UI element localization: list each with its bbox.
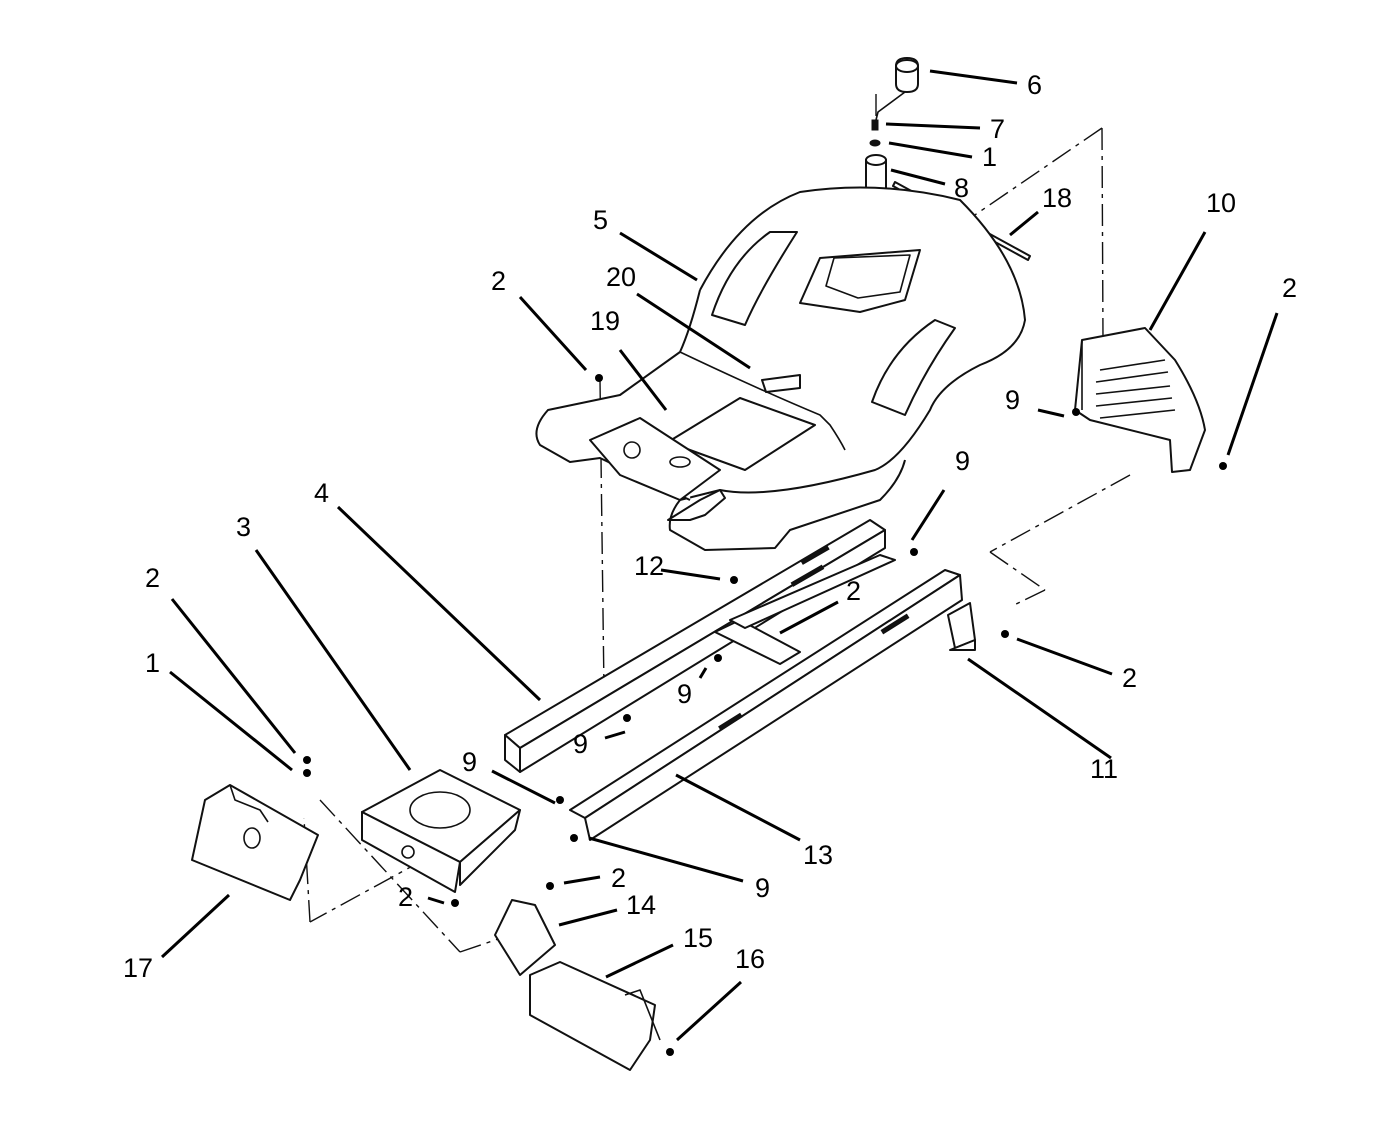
- callout-label: 5: [593, 205, 608, 235]
- frame-rail-left: [504, 519, 886, 773]
- callout-label: 9: [755, 873, 770, 903]
- callout-labels: 6 7 1 8 18 10 5 20 2 19 2 9 9 4 3 2 12 2…: [123, 70, 1297, 983]
- bracket-part: [947, 602, 976, 651]
- callout-label: 11: [1090, 754, 1118, 784]
- callout-label: 9: [677, 679, 692, 709]
- callout-label: 8: [954, 173, 969, 203]
- callout-label: 6: [1027, 70, 1042, 100]
- shield-part: [529, 961, 661, 1071]
- callout-label: 20: [606, 262, 636, 292]
- callout-label: 14: [626, 890, 656, 920]
- callout-label: 1: [145, 648, 160, 678]
- hardware-dots: [303, 374, 1227, 1056]
- callout-label: 16: [735, 944, 765, 974]
- callout-label: 2: [491, 266, 506, 296]
- side-panel-part: [1074, 327, 1206, 473]
- callout-label: 9: [462, 747, 477, 777]
- callout-label: 9: [1005, 385, 1020, 415]
- callout-label: 3: [236, 512, 251, 542]
- callout-label: 18: [1042, 183, 1072, 213]
- callout-label: 15: [683, 923, 713, 953]
- fastener-stack: [865, 119, 887, 192]
- small-bracket-part: [494, 899, 556, 976]
- callout-label: 7: [990, 114, 1005, 144]
- fender-part: [535, 186, 1026, 551]
- callout-label: 2: [398, 882, 413, 912]
- callout-label: 2: [1122, 663, 1137, 693]
- callout-label: 13: [803, 840, 833, 870]
- callout-label: 19: [590, 306, 620, 336]
- mounting-plate-part: [361, 769, 521, 893]
- callout-label: 10: [1206, 188, 1236, 218]
- callout-label: 2: [611, 863, 626, 893]
- front-bracket-part: [191, 784, 319, 901]
- callout-label: 1: [982, 142, 997, 172]
- callout-label: 9: [573, 729, 588, 759]
- callout-label: 4: [314, 478, 329, 508]
- callout-label: 2: [145, 563, 160, 593]
- callout-label: 9: [955, 446, 970, 476]
- callout-label: 12: [634, 551, 664, 581]
- cross-member-part: [714, 554, 896, 665]
- callout-label: 17: [123, 953, 153, 983]
- knob-part: [875, 57, 919, 121]
- callout-label: 2: [846, 576, 861, 606]
- callout-label: 2: [1282, 273, 1297, 303]
- leader-lines: [160, 69, 1279, 1042]
- frame-rail-right: [569, 569, 963, 841]
